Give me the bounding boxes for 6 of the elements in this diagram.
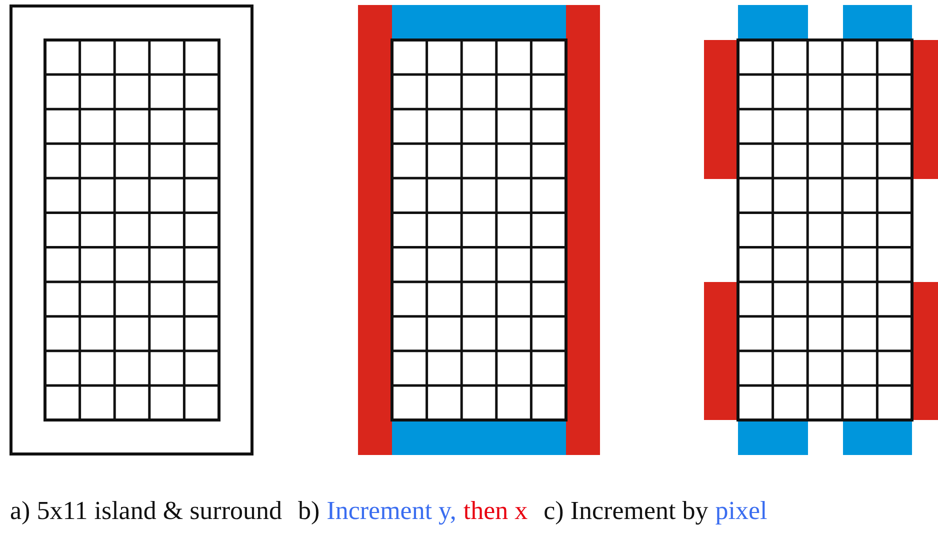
caption-text: pixel (715, 496, 768, 526)
caption-text: b) (298, 496, 320, 526)
caption-text: then x (463, 496, 528, 526)
caption-text: c) Increment by (544, 496, 708, 526)
caption-text: a) 5x11 island & surround (10, 496, 282, 526)
caption-text: Increment y, (326, 496, 456, 526)
